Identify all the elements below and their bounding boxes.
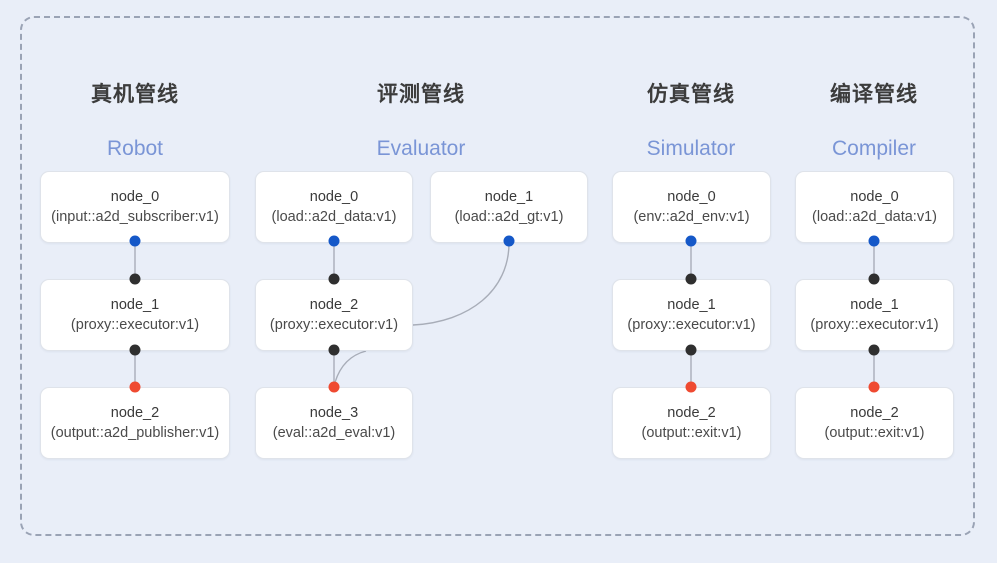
port-blue-dot-icon[interactable]: [503, 235, 515, 247]
port-blue-dot-icon[interactable]: [685, 235, 697, 247]
node-box-simulator-node_2[interactable]: node_2(output::exit:v1): [612, 387, 771, 459]
node-type-label: (load::a2d_gt:v1): [454, 209, 564, 225]
node-type-label: (proxy::executor:v1): [627, 317, 756, 333]
node-name-label: node_0: [850, 188, 899, 205]
node-type-label: (output::exit:v1): [824, 425, 925, 441]
node-box-evaluator-node_2[interactable]: node_2(proxy::executor:v1): [255, 279, 413, 351]
port-black-dot-icon[interactable]: [685, 344, 697, 356]
node-box-evaluator-node_0[interactable]: node_0(load::a2d_data:v1): [255, 171, 413, 243]
port-red-dot-icon[interactable]: [129, 381, 141, 393]
node-name-label: node_2: [110, 404, 160, 421]
port-blue-dot-icon[interactable]: [129, 235, 141, 247]
node-name-label: node_1: [484, 188, 534, 205]
node-box-compiler-node_0[interactable]: node_0(load::a2d_data:v1): [795, 171, 954, 243]
column-title-cn-simulator: 仿真管线: [647, 83, 735, 106]
node-box-simulator-node_0[interactable]: node_0(env::a2d_env:v1): [612, 171, 771, 243]
port-black-dot-icon[interactable]: [868, 344, 880, 356]
node-type-label: (proxy::executor:v1): [269, 317, 399, 333]
port-black-dot-icon[interactable]: [685, 273, 697, 285]
node-name-label: node_3: [309, 404, 359, 421]
column-title-en-compiler: Compiler: [831, 137, 917, 160]
port-black-dot-icon[interactable]: [129, 273, 141, 285]
port-red-dot-icon[interactable]: [328, 381, 340, 393]
node-box-robot-node_1[interactable]: node_1(proxy::executor:v1): [40, 279, 230, 351]
node-name-label: node_2: [850, 404, 899, 421]
column-title-en-simulator: Simulator: [646, 137, 736, 160]
node-name-label: node_0: [309, 188, 359, 205]
node-box-compiler-node_2[interactable]: node_2(output::exit:v1): [795, 387, 954, 459]
node-name-label: node_1: [110, 296, 160, 313]
port-red-dot-icon[interactable]: [868, 381, 880, 393]
port-red-dot-icon[interactable]: [685, 381, 697, 393]
column-title-en-robot: Robot: [106, 137, 164, 160]
node-box-simulator-node_1[interactable]: node_1(proxy::executor:v1): [612, 279, 771, 351]
column-title-cn-robot: 真机管线: [91, 83, 179, 106]
node-type-label: (output::a2d_publisher:v1): [50, 425, 220, 441]
port-black-dot-icon[interactable]: [129, 344, 141, 356]
node-name-label: node_1: [850, 296, 899, 313]
node-type-label: (load::a2d_data:v1): [812, 209, 937, 225]
node-name-label: node_2: [667, 404, 716, 421]
column-title-cn-evaluator: 评测管线: [377, 83, 465, 106]
node-box-evaluator-node_1[interactable]: node_1(load::a2d_gt:v1): [430, 171, 588, 243]
node-type-label: (load::a2d_data:v1): [271, 209, 397, 225]
port-black-dot-icon[interactable]: [868, 273, 880, 285]
column-title-en-evaluator: Evaluator: [376, 137, 466, 160]
port-black-dot-icon[interactable]: [328, 344, 340, 356]
node-name-label: node_0: [110, 188, 160, 205]
node-box-robot-node_0[interactable]: node_0(input::a2d_subscriber:v1): [40, 171, 230, 243]
node-type-label: (proxy::executor:v1): [70, 317, 200, 333]
node-name-label: node_1: [667, 296, 716, 313]
node-box-evaluator-node_3[interactable]: node_3(eval::a2d_eval:v1): [255, 387, 413, 459]
node-type-label: (env::a2d_env:v1): [633, 209, 750, 225]
node-box-compiler-node_1[interactable]: node_1(proxy::executor:v1): [795, 279, 954, 351]
node-type-label: (eval::a2d_eval:v1): [272, 425, 396, 441]
node-box-robot-node_2[interactable]: node_2(output::a2d_publisher:v1): [40, 387, 230, 459]
node-type-label: (output::exit:v1): [641, 425, 742, 441]
node-type-label: (proxy::executor:v1): [810, 317, 939, 333]
port-black-dot-icon[interactable]: [328, 273, 340, 285]
node-name-label: node_0: [667, 188, 716, 205]
node-name-label: node_2: [309, 296, 359, 313]
diagram-dashed-frame: [20, 16, 975, 536]
port-blue-dot-icon[interactable]: [868, 235, 880, 247]
column-title-cn-compiler: 编译管线: [830, 83, 918, 106]
node-type-label: (input::a2d_subscriber:v1): [51, 209, 219, 225]
port-blue-dot-icon[interactable]: [328, 235, 340, 247]
